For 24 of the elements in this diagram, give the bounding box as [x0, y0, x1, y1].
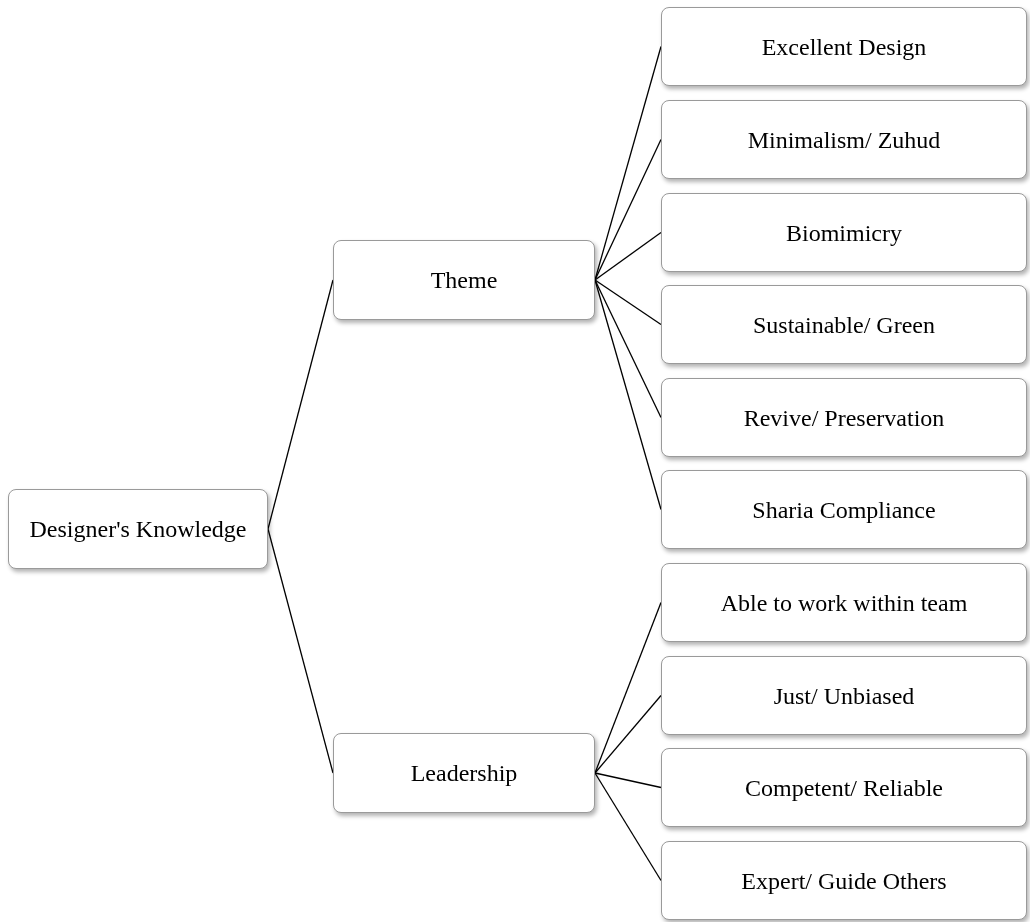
- node-box: Excellent Design: [661, 7, 1027, 86]
- node-box: Sharia Compliance: [661, 470, 1027, 549]
- connector-line: [594, 279, 662, 419]
- node-box: Just/ Unbiased: [661, 656, 1027, 735]
- node-box: Biomimicry: [661, 193, 1027, 272]
- node-box: Able to work within team: [661, 563, 1027, 642]
- connector-line: [267, 279, 334, 530]
- connector-line: [594, 231, 662, 281]
- node-box: Competent/ Reliable: [661, 748, 1027, 827]
- connector-line: [594, 279, 662, 511]
- connector-line: [594, 772, 662, 789]
- node-box: Minimalism/ Zuhud: [661, 100, 1027, 179]
- node-box: Designer's Knowledge: [8, 489, 268, 569]
- connector-line: [594, 279, 662, 326]
- node-box: Leadership: [333, 733, 595, 813]
- connector-line: [594, 601, 662, 774]
- node-box: Theme: [333, 240, 595, 320]
- connector-line: [267, 528, 334, 774]
- connector-line: [594, 138, 662, 281]
- connector-line: [594, 772, 662, 882]
- node-box: Revive/ Preservation: [661, 378, 1027, 457]
- node-box: Sustainable/ Green: [661, 285, 1027, 364]
- node-box: Expert/ Guide Others: [661, 841, 1027, 920]
- connector-line: [594, 694, 662, 774]
